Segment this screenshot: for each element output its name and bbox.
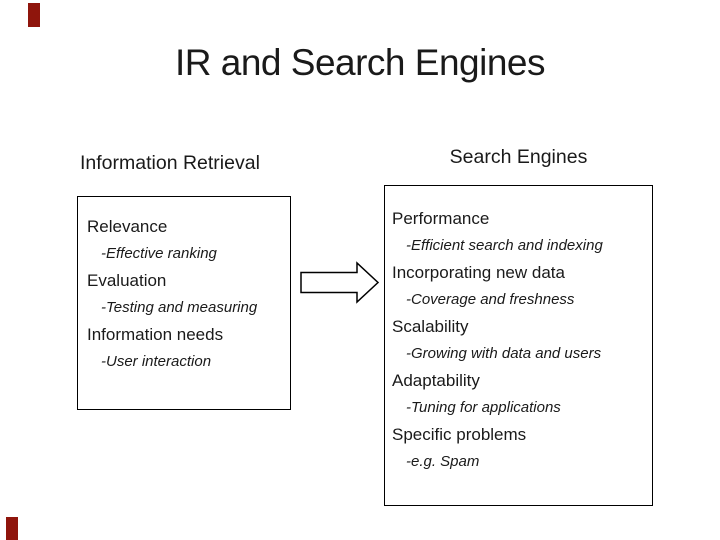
search-engines-box: Performance -Efficient search and indexi… (384, 185, 653, 506)
topic-label: Adaptability (392, 371, 480, 390)
topic-item: Relevance -Effective ranking (87, 213, 286, 267)
topic-subitem: -User interaction (101, 353, 212, 370)
topic-label: Specific problems (392, 425, 527, 444)
topic-label: Relevance (87, 217, 168, 236)
topic-subitem: -Coverage and freshness (406, 291, 575, 308)
column-header-information-retrieval: Information Retrieval (80, 152, 260, 174)
topic-item: Evaluation -Testing and measuring (87, 267, 286, 321)
topic-label: Performance (392, 209, 490, 228)
topic-label: Evaluation (87, 271, 167, 290)
slide-edge-accent-bottom (6, 517, 18, 540)
topic-item: Adaptability -Tuning for applications (392, 367, 650, 421)
information-retrieval-box: Relevance -Effective ranking Evaluation … (77, 196, 291, 410)
topic-label: Incorporating new data (392, 263, 565, 282)
topic-subitem: -Growing with data and users (406, 345, 602, 362)
slide-edge-accent-top (28, 3, 40, 27)
topic-subitem: -Tuning for applications (406, 399, 561, 416)
topic-item: Performance -Efficient search and indexi… (392, 205, 650, 259)
slide-title: IR and Search Engines (174, 42, 546, 83)
topic-subitem: -e.g. Spam (406, 453, 480, 470)
topic-subitem: -Testing and measuring (101, 299, 258, 316)
topic-subitem: -Efficient search and indexing (406, 237, 603, 254)
topic-label: Scalability (392, 317, 469, 336)
topic-subitem: -Effective ranking (101, 245, 217, 262)
column-header-search-engines: Search Engines (449, 146, 588, 168)
topic-item: Specific problems -e.g. Spam (392, 421, 650, 475)
topic-item: Incorporating new data -Coverage and fre… (392, 259, 650, 313)
topic-item: Scalability -Growing with data and users (392, 313, 650, 367)
topic-label: Information needs (87, 325, 224, 344)
topic-item: Information needs -User interaction (87, 321, 286, 375)
right-block-arrow-icon (300, 261, 380, 304)
